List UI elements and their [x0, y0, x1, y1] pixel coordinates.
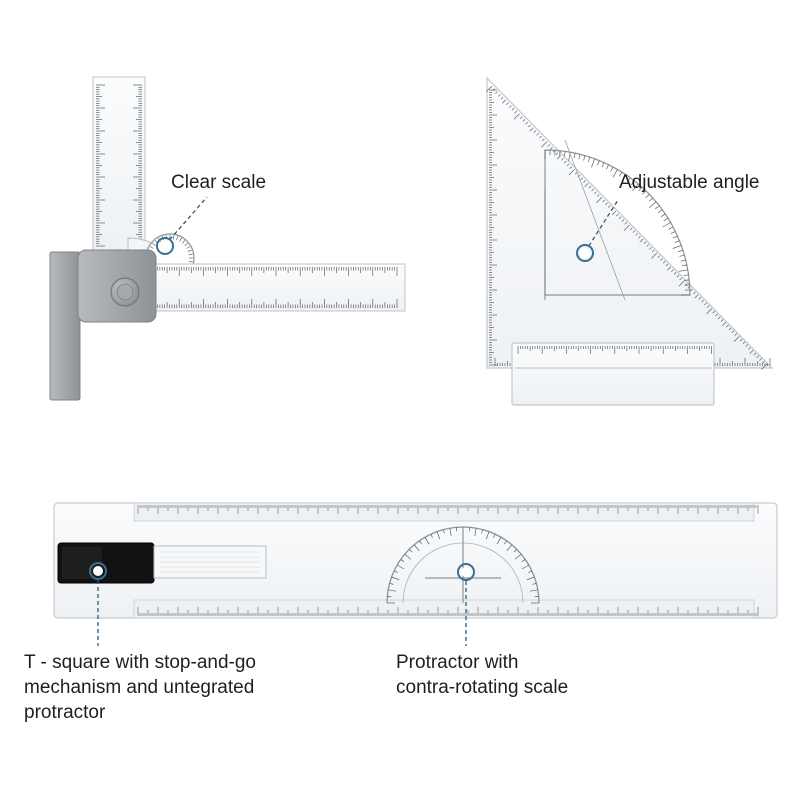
protractor-text-line1: Protractor with: [396, 652, 519, 673]
set-square-base-ruler: [511, 342, 715, 406]
callout-t-square: [89, 562, 107, 646]
callout-protractor: [457, 563, 475, 646]
adjustable-angle-text: Adjustable angle: [619, 172, 760, 193]
vertical-ruler-ticks: [96, 84, 142, 247]
clear-scale-label: Clear scale: [171, 170, 266, 195]
set-square-tool: [486, 76, 774, 406]
triangle-set-square: [486, 76, 774, 369]
set-square-protractor-ticks: [544, 150, 690, 296]
base-ruler-ticks: [517, 346, 712, 354]
t-square-label: T - square with stop-and-go mechanism an…: [24, 650, 256, 725]
callout-clear-scale: [156, 196, 208, 255]
adjustable-angle-label: Adjustable angle: [619, 170, 760, 195]
t-square-tool: [53, 502, 778, 619]
clear-scale-text: Clear scale: [171, 172, 267, 193]
contra-rotating-protractor-ticks: [387, 527, 539, 604]
horizontal-ruler-ticks: [154, 267, 398, 308]
vertical-ruler: [92, 76, 146, 253]
t-square-text-line1: T - square with stop-and-go: [24, 652, 256, 673]
l-ruler-tool: [49, 76, 406, 401]
t-square-text-line3: protractor: [24, 702, 106, 723]
gray-holder-bar: [49, 251, 81, 401]
protractor-text-line2: contra-rotating scale: [396, 677, 569, 698]
horizontal-ruler: [149, 263, 406, 312]
t-square-text-line2: mechanism and untegrated: [24, 677, 255, 698]
t-square-ruler-ticks: [137, 505, 759, 616]
protractor-label: Protractor with contra-rotating scale: [396, 650, 568, 700]
callout-adjustable-angle: [576, 199, 619, 262]
